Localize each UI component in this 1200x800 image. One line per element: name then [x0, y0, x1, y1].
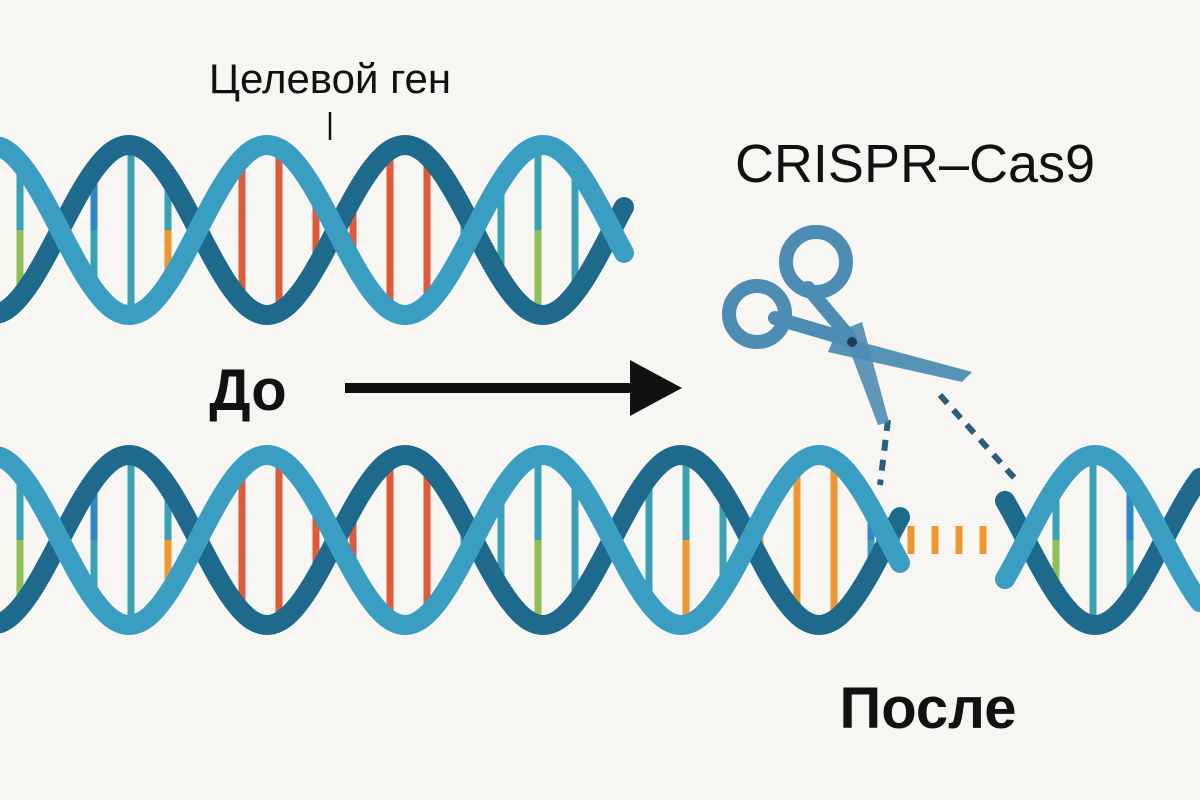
crispr-label: CRISPR–Cas9: [735, 134, 1095, 194]
dna-helix-after: [0, 444, 1200, 636]
scissor-pivot: [847, 337, 857, 347]
back-strand: [0, 134, 634, 326]
front-strand: [995, 444, 1200, 613]
cut-guide-lines: [877, 392, 1021, 486]
front-strand: [0, 134, 634, 326]
scissors-icon: [722, 225, 972, 425]
front-strand: [0, 444, 910, 636]
scissor-ring: [779, 225, 853, 299]
before-label: До: [209, 358, 286, 423]
base-pairs: [16, 464, 1134, 616]
helix-strands: [0, 134, 634, 326]
inserted-segment: [907, 526, 987, 554]
target-gene-label: Целевой ген: [209, 55, 451, 102]
arrow-right-icon: [345, 360, 682, 416]
scissor-blade-bottom: [842, 322, 889, 425]
helix-strands: [0, 444, 1200, 636]
dna-helix-before: [0, 134, 634, 326]
scissor-ring: [722, 279, 792, 349]
after-label: После: [840, 676, 1017, 741]
